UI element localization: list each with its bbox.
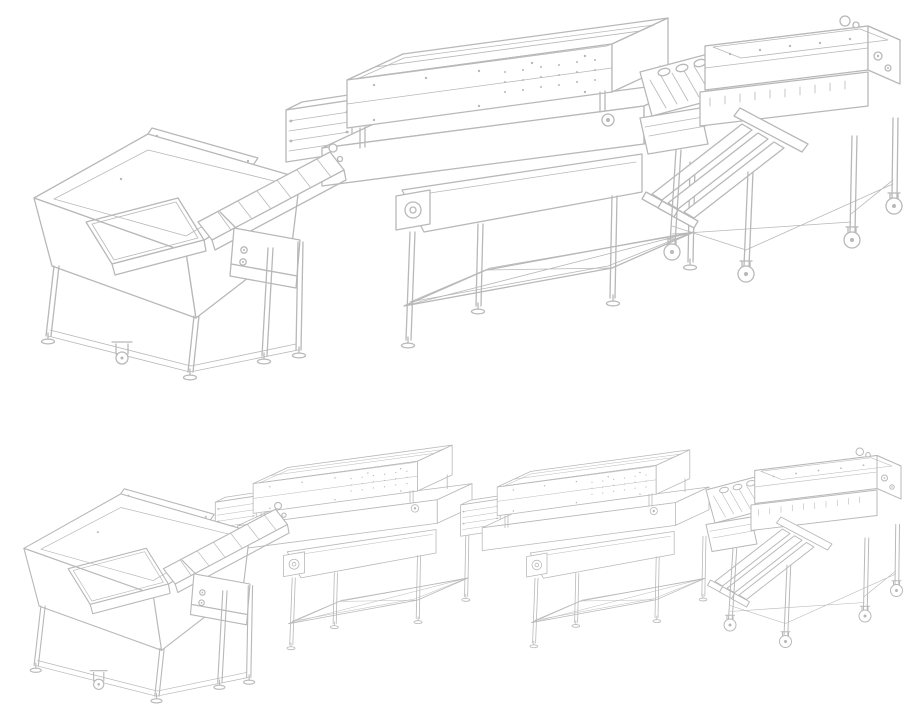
hooded-conveyor-module-1-illustration [215, 445, 472, 650]
production-line-view-bottom [24, 445, 903, 703]
hooded-conveyor-machine-illustration [286, 18, 700, 348]
tipping-hopper-illustration [34, 128, 346, 380]
production-line-view-top [34, 16, 902, 380]
grading-machine-illustration [706, 448, 903, 648]
grading-machine-illustration [640, 16, 902, 282]
hooded-conveyor-module-2-illustration [461, 450, 709, 648]
